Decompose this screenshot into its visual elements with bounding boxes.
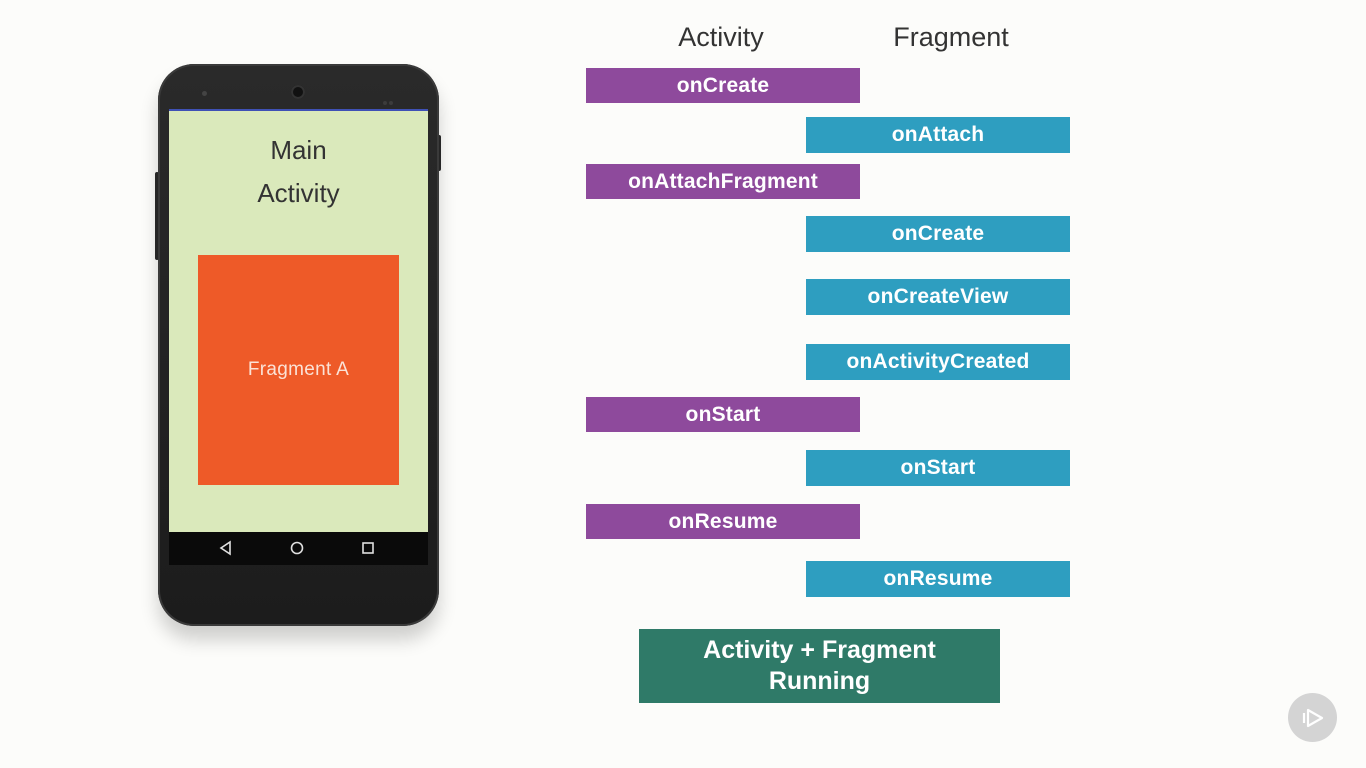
phone-screen: Main Activity Fragment A xyxy=(169,109,428,565)
lifecycle-step: onCreateView xyxy=(806,279,1070,315)
lifecycle-step: onCreate xyxy=(806,216,1070,252)
lifecycle-step: onActivityCreated xyxy=(806,344,1070,380)
back-icon[interactable] xyxy=(218,540,234,556)
running-state-box: Activity + Fragment Running xyxy=(639,629,1000,703)
lifecycle-step: onStart xyxy=(586,397,860,432)
camera-icon xyxy=(291,85,305,99)
phone-volume-button xyxy=(155,172,159,260)
lifecycle-step: onCreate xyxy=(586,68,860,103)
lifecycle-step: onResume xyxy=(806,561,1070,597)
play-button[interactable] xyxy=(1288,693,1337,742)
lifecycle-step: onStart xyxy=(806,450,1070,486)
speaker-grille xyxy=(383,90,397,105)
play-icon xyxy=(1302,708,1323,727)
fragment-label: Fragment A xyxy=(247,359,350,380)
screen-title: Main Activity xyxy=(257,135,340,208)
phone-power-button xyxy=(437,135,441,171)
fragment-column-header: Fragment xyxy=(893,22,1009,52)
activity-column-header: Activity xyxy=(678,22,764,52)
navigation-bar xyxy=(169,532,428,565)
lifecycle-step: onAttachFragment xyxy=(586,164,860,199)
recents-icon[interactable] xyxy=(360,540,376,556)
phone-mockup: Main Activity Fragment A xyxy=(158,64,439,626)
sensor-dot xyxy=(202,91,207,96)
lifecycle-step: onAttach xyxy=(806,117,1070,153)
lifecycle-step: onResume xyxy=(586,504,860,539)
home-icon[interactable] xyxy=(289,540,305,556)
fragment-a-container: Fragment A xyxy=(198,255,399,485)
